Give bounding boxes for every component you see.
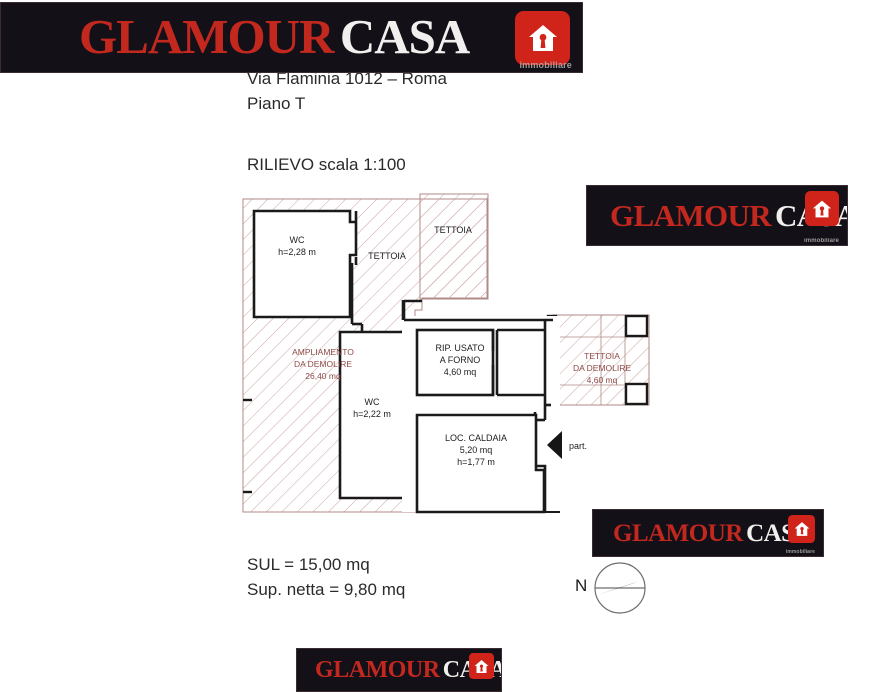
planimetry-canvas: WC h=2,28 m TETTOIA TETTOIA AMPLIAMENTO …	[0, 2, 848, 692]
compass-needle-icon	[594, 562, 646, 614]
net-area-value: Sup. netta = 9,80 mq	[247, 580, 406, 599]
property-address-block: Via Flaminia 1012 – Roma Piano T	[247, 66, 447, 116]
exterior-wall-ticks	[243, 398, 252, 494]
logo-word-glamour: GLAMOUR	[315, 657, 440, 683]
room-label-loc-caldaia: LOC. CALDAIA 5,20 mq h=1,77 m	[444, 433, 508, 467]
room-label-tettoia-middle: TETTOIA	[368, 251, 406, 261]
room-label-tettoia-da-demolire: TETTOIA DA DEMOLIRE 4,60 mq	[572, 351, 632, 385]
hatched-tettoia-top	[419, 193, 489, 300]
room-wc-top	[252, 209, 358, 319]
room-label-wc-bottom: WC h=2,22 m	[353, 397, 391, 419]
room-label-rip-usato-a-forno: RIP. USATO A FORNO 4,60 mq	[435, 343, 485, 377]
logo-word-glamour: GLAMOUR	[613, 519, 743, 547]
central-unit-outer-wall	[402, 299, 553, 322]
room-loc-caldaia	[415, 413, 547, 514]
sul-value: SUL = 15,00 mq	[247, 555, 370, 574]
address-line: Via Flaminia 1012 – Roma	[247, 69, 448, 88]
partition-marker-label: part.	[569, 441, 588, 451]
survey-title: RILIEVO scala 1:100	[247, 155, 406, 174]
room-label-wc-top: WC h=2,28 m	[278, 235, 316, 257]
logo-tagline: immobiliare	[785, 549, 815, 555]
house-keyhole-icon	[515, 11, 570, 65]
house-keyhole-icon	[469, 653, 494, 679]
logo-word-glamour: GLAMOUR	[610, 197, 772, 233]
partition-arrow-icon	[547, 431, 562, 459]
compass-north-label: N	[575, 576, 588, 595]
room-rip-usato-a-forno	[415, 320, 547, 405]
logo-word-casa: CASA	[339, 9, 470, 64]
room-label-ampliamento: AMPLIAMENTO DA DEMOLIRE 26,40 mq	[292, 347, 354, 381]
house-keyhole-icon	[788, 515, 815, 543]
room-label-tettoia-top: TETTOIA	[434, 225, 472, 235]
compass-rose: N	[575, 562, 665, 614]
logo-tagline: immobiliare	[519, 60, 572, 70]
floor-line: Piano T	[247, 94, 306, 113]
logo-tagline: immobiliare	[804, 238, 839, 244]
area-totals-block: SUL = 15,00 mq Sup. netta = 9,80 mq	[247, 552, 405, 602]
logo-word-glamour: GLAMOUR	[79, 9, 334, 64]
house-keyhole-icon	[805, 191, 839, 226]
floor-plan-drawing	[242, 193, 650, 514]
